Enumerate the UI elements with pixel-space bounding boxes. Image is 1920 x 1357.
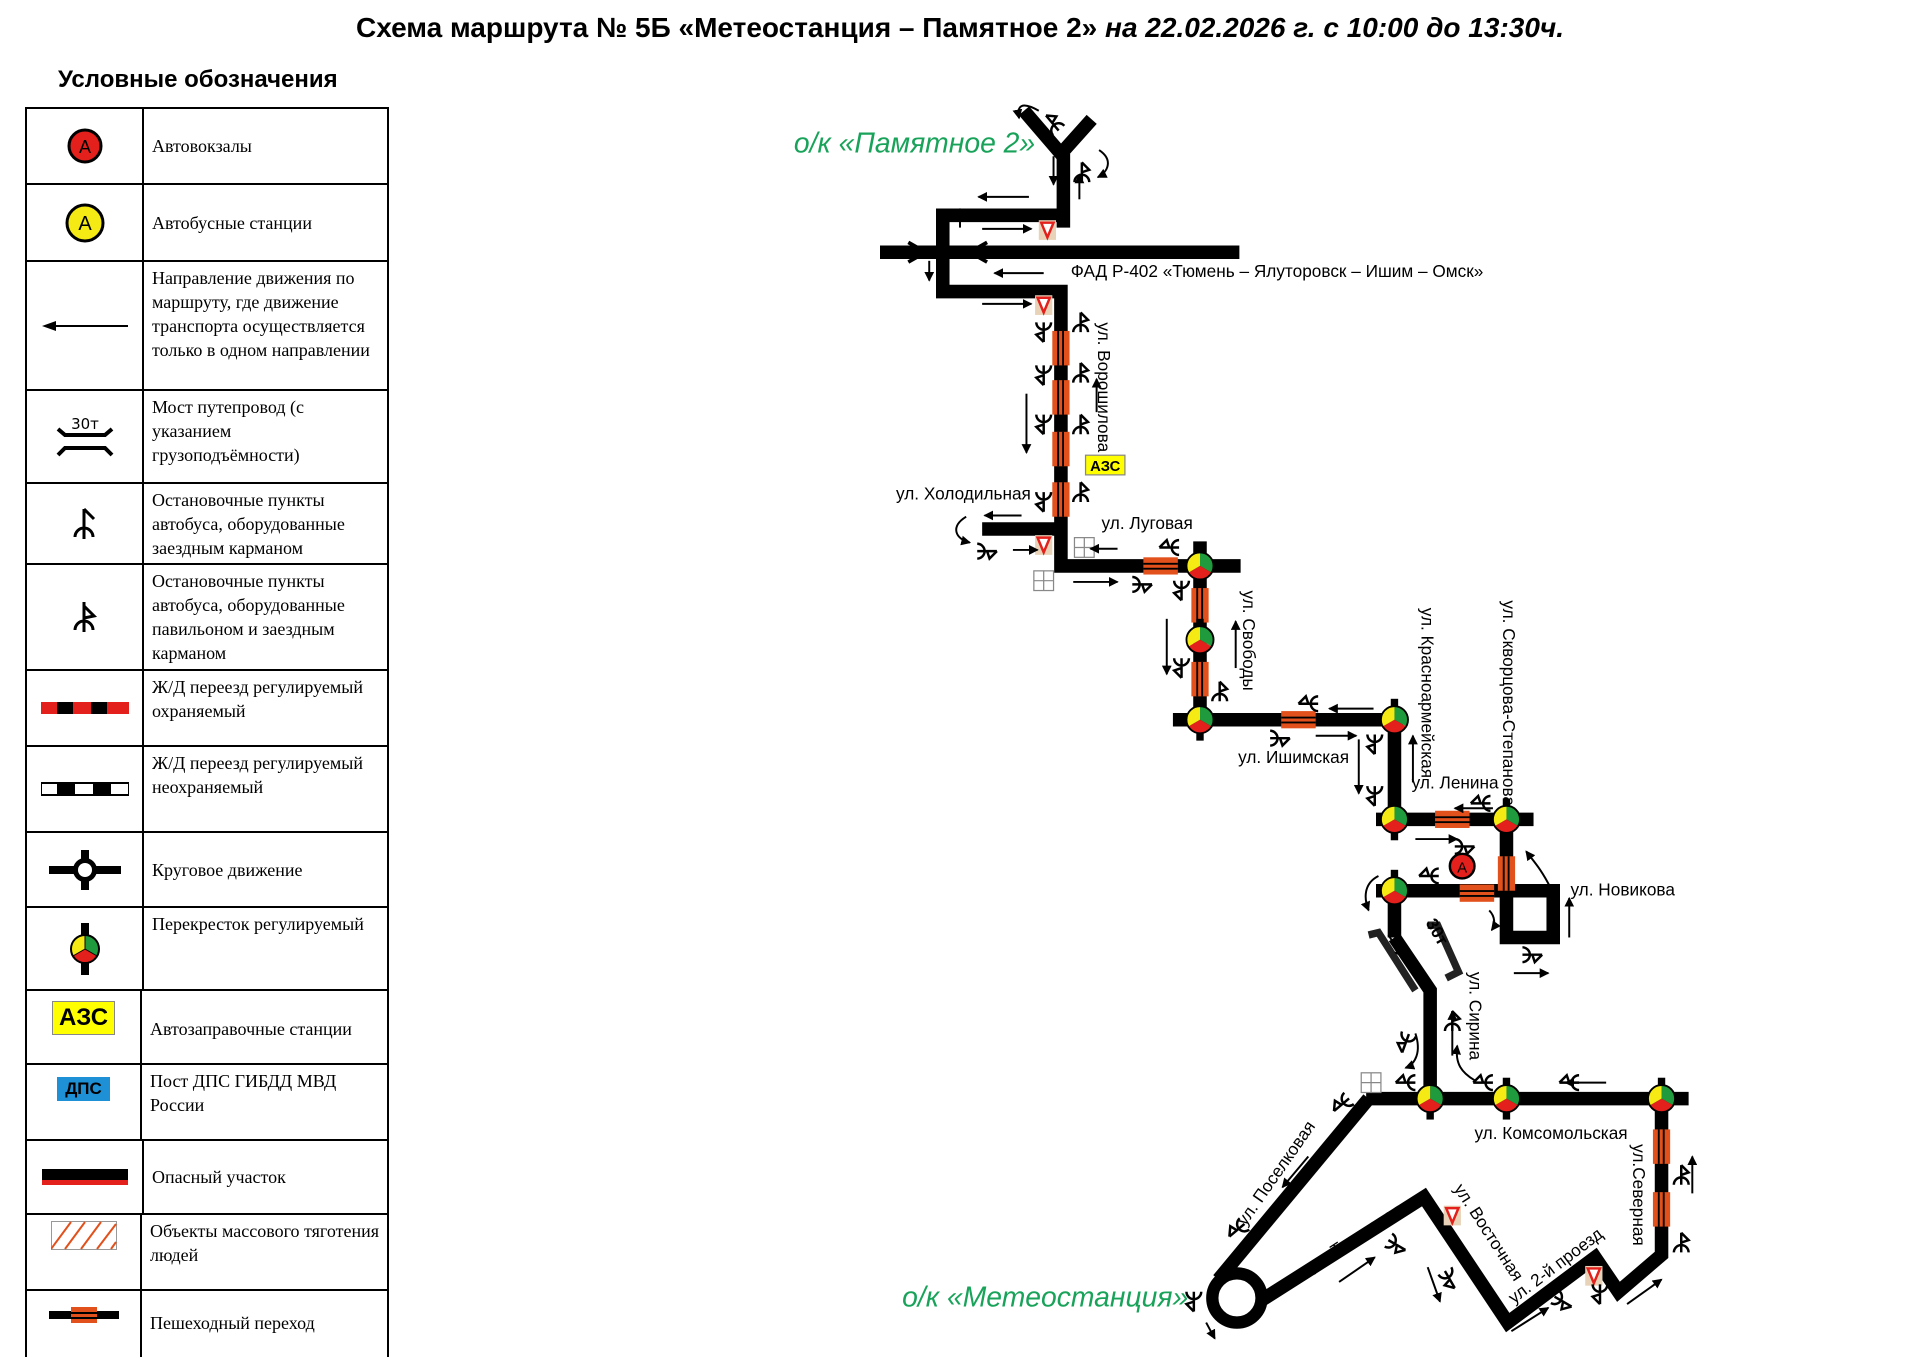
street-severnaya: ул.Северная [1629, 1144, 1649, 1246]
points-of-interest: АЗС А [1084, 454, 1476, 880]
railway-crossing-guarded-icon [27, 671, 144, 745]
svg-text:А: А [78, 137, 90, 157]
legend-label: Остановочные пункты автобуса, оборудован… [152, 490, 345, 558]
street-lenina: ул. Ленина [1412, 773, 1499, 793]
direction-arrows [924, 104, 1698, 1340]
legend-title: Условные обозначения [58, 66, 338, 93]
police-post-badge: ДПС [57, 1077, 110, 1101]
street-labels: ФАД Р-402 «Тюмень – Ялуторовск – Ишим – … [896, 261, 1675, 1307]
street-lugovaya: ул. Луговая [1102, 513, 1193, 533]
gas-station-marker [1084, 454, 1126, 476]
legend-row: Остановочные пункты автобуса, оборудован… [27, 565, 387, 671]
legend-label: Круговое движение [152, 859, 303, 880]
legend-table: А Автовокзалы А Автобусные станции Напра… [25, 107, 389, 1357]
gas-station-label: АЗС [1090, 459, 1121, 475]
legend-row: Объекты массового тяготения людей [27, 1215, 387, 1291]
legend-label: Ж/Д переезд регулируемый охраняемый [152, 677, 363, 721]
legend-label: Опасный участок [152, 1167, 286, 1187]
title-main: Схема маршрута № 5Б «Метеостанция – Памя… [355, 12, 1098, 43]
bus-terminal-icon: А [27, 109, 144, 183]
street-traktovaya: ул. Трактовая [1303, 1199, 1406, 1275]
street-komsomolskaya: ул. Комсомольская [1474, 1123, 1627, 1143]
legend-row: Ж/Д переезд регулируемый охраняемый [27, 671, 387, 747]
direction-arrow-icon [27, 262, 144, 389]
dangerous-section-icon [27, 1141, 144, 1213]
legend-label: Ж/Д переезд регулируемый неохраняемый [152, 753, 363, 797]
legend-row: Ж/Д переезд регулируемый неохраняемый [27, 747, 387, 833]
street-novikova: ул. Новикова [1570, 880, 1675, 900]
bus-terminal-marker [1448, 852, 1476, 880]
street-skvortsova: ул. Скворцова-Степанова [1499, 600, 1519, 806]
legend-row: Остановочные пункты автобуса, оборудован… [27, 484, 387, 565]
bus-stop-pavilion-icon [27, 565, 144, 669]
legend-row: Круговое движение [27, 833, 387, 908]
traffic-light-intersection-icon [27, 908, 144, 989]
street-svobody: ул. Свободы [1239, 591, 1259, 691]
svg-text:А: А [78, 213, 92, 235]
gas-station-badge: АЗС [51, 1001, 116, 1035]
page-title: Схема маршрута № 5Б «Метеостанция – Памя… [0, 12, 1920, 44]
legend-label: Объекты массового тяготения людей [150, 1221, 380, 1265]
legend-row: ДПС Пост ДПС ГИБДД МВД России [27, 1065, 387, 1141]
legend-label: Направление движения по маршруту, где дв… [152, 268, 370, 360]
legend-row: А Автобусные станции [27, 185, 387, 262]
end-stop-label: о/к «Метеостанция» [902, 1281, 1188, 1313]
pedestrian-crossing-icon [27, 1291, 142, 1357]
legend-label: Пешеходный переход [150, 1313, 315, 1333]
street-sirina: ул. Сирина [1466, 972, 1486, 1061]
svg-text:30т: 30т [71, 415, 99, 433]
railway-crossing-unguarded-icon [27, 747, 144, 831]
legend-row: АЗС Автозаправочные станции [27, 991, 387, 1065]
bridge-icon: 30т [27, 391, 144, 482]
legend-label: Остановочные пункты автобуса, оборудован… [152, 571, 345, 663]
legend-row: Пешеходный переход [27, 1291, 387, 1357]
legend-row: Перекресток регулируемый [27, 908, 387, 991]
street-krasnoarmeyskaya: ул. Красноармейская [1418, 608, 1438, 778]
bus-station-icon: А [27, 185, 144, 260]
police-post-icon: ДПС [27, 1065, 142, 1139]
street-voroshilova: ул. Ворошилова [1094, 322, 1114, 452]
legend-label: Пост ДПС ГИБДД МВД России [150, 1071, 337, 1115]
legend-row: А Автовокзалы [27, 109, 387, 185]
crowd-object-icon [27, 1215, 142, 1289]
legend-label: Автовокзалы [152, 136, 252, 156]
legend-label: Перекресток регулируемый [152, 914, 364, 934]
highway-label: ФАД Р-402 «Тюмень – Ялуторовск – Ишим – … [1071, 261, 1484, 281]
street-vostochnaya: ул. Восточная [1450, 1180, 1528, 1285]
street-kholodilnaya: ул. Холодильная [896, 483, 1031, 503]
legend-label: Автобусные станции [152, 212, 312, 233]
legend-row: Опасный участок [27, 1141, 387, 1215]
bus-terminal-label: А [1457, 860, 1467, 876]
roundabout-icon [27, 833, 144, 906]
start-stop-label: о/к «Памятное 2» [794, 127, 1035, 159]
legend-label: Автозаправочные станции [150, 1019, 352, 1039]
gas-station-icon: АЗС [27, 991, 142, 1063]
bus-stop-pocket-icon [27, 484, 144, 563]
street-ishimskaya: ул. Ишимская [1238, 747, 1349, 767]
title-date: на 22.02.2026 г. с 10:00 до 13:30ч. [1097, 12, 1565, 43]
legend-row: 30т Мост путепровод (с указанием грузопо… [27, 391, 387, 484]
legend-row: Направление движения по маршруту, где дв… [27, 262, 387, 391]
legend-label: Мост путепровод (с указанием грузоподъём… [152, 397, 304, 465]
